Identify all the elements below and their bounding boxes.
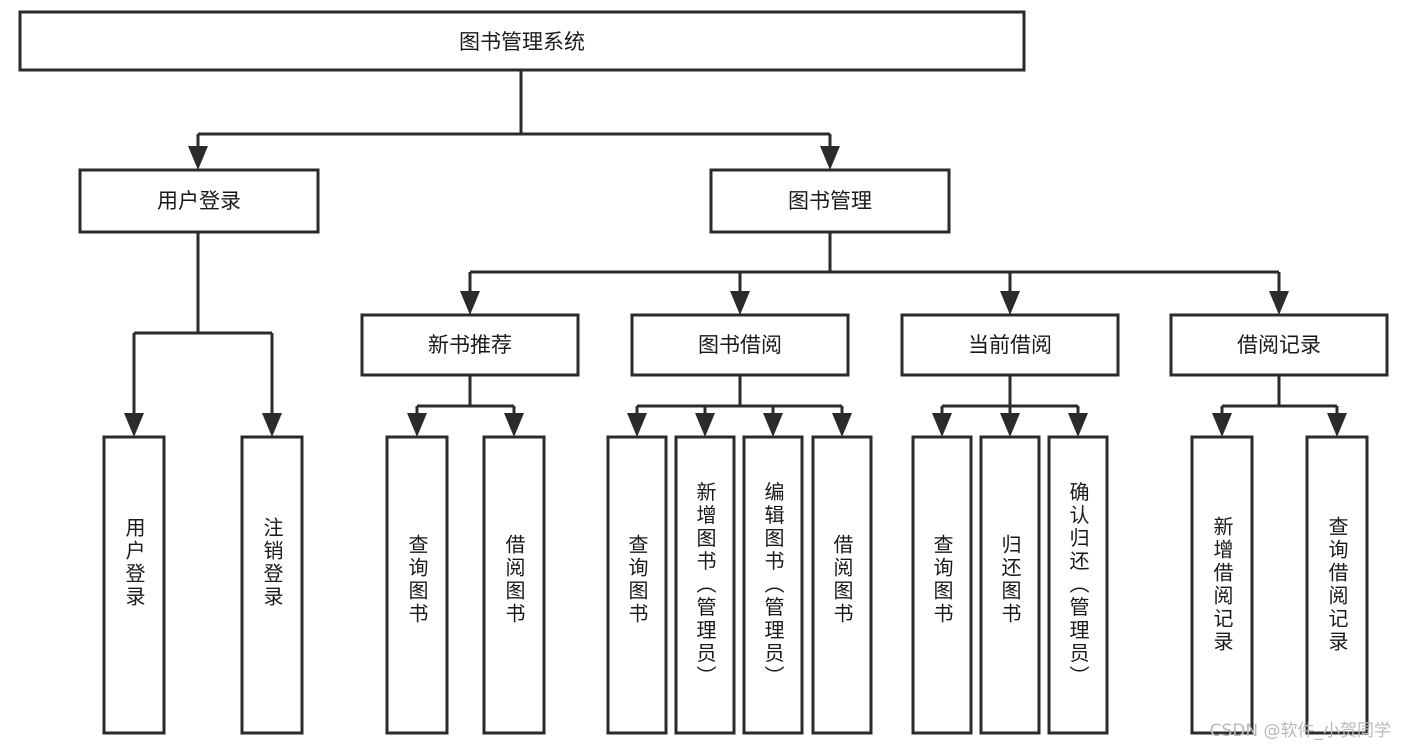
leaf-current-borrow-query-box[interactable] (911, 435, 973, 735)
node-borrow-record[interactable]: 借阅记录 (1169, 313, 1389, 377)
leaf-borrow-record-query[interactable]: 查询借阅记录 (1305, 435, 1369, 735)
leaf-current-borrow-return-box[interactable] (979, 435, 1041, 735)
edges-new-book-to-leaves (407, 375, 524, 437)
node-new-book-recommend-label: 新书推荐 (428, 333, 512, 357)
leaf-new-book-borrow-box[interactable] (482, 435, 546, 735)
leaf-book-borrow-add-label: 新增图书（管理员） (693, 481, 717, 688)
leaf-book-borrow-query[interactable]: 查询图书 (606, 435, 668, 735)
node-book-management-box[interactable] (709, 168, 951, 234)
node-book-borrow[interactable]: 图书借阅 (630, 313, 850, 377)
node-current-borrow[interactable]: 当前借阅 (900, 313, 1120, 377)
leaf-user-login-login[interactable]: 用户登录 (102, 435, 166, 735)
leaf-book-borrow-edit[interactable]: 编辑图书（管理员） (742, 435, 804, 735)
leaf-user-login-logout[interactable]: 注销登录 (240, 435, 304, 735)
edges-book-borrow-to-leaves (627, 375, 852, 437)
arrow-br-leaf1 (1212, 413, 1232, 437)
leaf-book-borrow-query-label: 查询图书 (625, 534, 649, 626)
arrow-bb-leaf4 (832, 413, 852, 437)
leaf-book-borrow-add[interactable]: 新增图书（管理员） (674, 435, 736, 735)
arrow-bm-book-borrow (730, 291, 750, 315)
leaf-new-book-borrow[interactable]: 借阅图书 (482, 435, 546, 735)
arrow-bm-borrow-record (1269, 291, 1289, 315)
node-new-book-recommend-box[interactable] (360, 313, 580, 377)
leaf-borrow-record-query-box[interactable] (1305, 435, 1369, 735)
leaf-current-borrow-confirm-box[interactable] (1047, 435, 1109, 735)
leaf-borrow-record-add-label: 新增借阅记录 (1210, 516, 1234, 654)
node-root-box[interactable] (18, 10, 1026, 72)
leaf-user-login-login-label: 用户登录 (122, 517, 146, 609)
arrow-bm-new-book (460, 291, 480, 315)
leaf-new-book-query-label: 查询图书 (405, 534, 429, 626)
arrow-cb-leaf1 (932, 413, 952, 437)
node-borrow-record-label: 借阅记录 (1237, 333, 1321, 357)
leaf-user-login-login-box[interactable] (102, 435, 166, 735)
edges-borrow-record-to-leaves (1212, 375, 1347, 437)
leaf-new-book-borrow-label: 借阅图书 (502, 534, 526, 626)
edges-book-mgmt-to-level3 (460, 232, 1289, 315)
leaf-user-login-logout-label: 注销登录 (260, 517, 284, 609)
arrow-ul-leaf2 (262, 413, 282, 437)
node-book-management-label: 图书管理 (788, 189, 872, 213)
leaf-book-borrow-borrow[interactable]: 借阅图书 (811, 435, 873, 735)
edges-current-borrow-to-leaves (932, 375, 1088, 437)
leaf-borrow-record-add[interactable]: 新增借阅记录 (1190, 435, 1254, 735)
leaf-current-borrow-return-label: 归还图书 (998, 534, 1022, 626)
arrow-to-user-login (188, 146, 208, 170)
arrow-cb-leaf3 (1068, 413, 1088, 437)
arrow-bb-leaf1 (627, 413, 647, 437)
leaf-current-borrow-return[interactable]: 归还图书 (979, 435, 1041, 735)
node-book-borrow-box[interactable] (630, 313, 850, 377)
node-root-label: 图书管理系统 (459, 30, 585, 54)
leaf-book-borrow-borrow-label: 借阅图书 (830, 534, 854, 626)
leaf-book-borrow-borrow-box[interactable] (811, 435, 873, 735)
node-current-borrow-box[interactable] (900, 313, 1120, 377)
arrow-to-book-mgmt (820, 146, 840, 170)
leaf-new-book-query[interactable]: 查询图书 (385, 435, 449, 735)
leaf-new-book-query-box[interactable] (385, 435, 449, 735)
arrow-nb-leaf1 (407, 413, 427, 437)
leaf-book-borrow-add-box[interactable] (674, 435, 736, 735)
node-book-borrow-label: 图书借阅 (698, 333, 782, 357)
arrow-br-leaf2 (1327, 413, 1347, 437)
edges-user-login-to-leaves (124, 232, 282, 437)
node-current-borrow-label: 当前借阅 (968, 333, 1052, 357)
leaf-borrow-record-add-box[interactable] (1190, 435, 1254, 735)
arrow-bb-leaf2 (695, 413, 715, 437)
node-user-login-box[interactable] (78, 168, 320, 234)
leaf-current-borrow-query-label: 查询图书 (930, 534, 954, 626)
arrow-nb-leaf2 (504, 413, 524, 437)
edges-root-to-level2 (188, 70, 840, 170)
arrow-bm-current-borrow (1000, 291, 1020, 315)
node-book-management[interactable]: 图书管理 (709, 168, 951, 234)
node-new-book-recommend[interactable]: 新书推荐 (360, 313, 580, 377)
leaf-current-borrow-query[interactable]: 查询图书 (911, 435, 973, 735)
node-user-login[interactable]: 用户登录 (78, 168, 320, 234)
leaf-book-borrow-query-box[interactable] (606, 435, 668, 735)
node-user-login-label: 用户登录 (157, 189, 241, 213)
node-borrow-record-box[interactable] (1169, 313, 1389, 377)
leaf-book-borrow-edit-label: 编辑图书（管理员） (761, 481, 785, 688)
leaf-book-borrow-edit-box[interactable] (742, 435, 804, 735)
arrow-bb-leaf3 (763, 413, 783, 437)
leaf-current-borrow-confirm-label: 确认归还（管理员） (1066, 481, 1090, 688)
arrow-cb-leaf2 (1000, 413, 1020, 437)
arrow-ul-leaf1 (124, 413, 144, 437)
leaf-user-login-logout-box[interactable] (240, 435, 304, 735)
leaf-current-borrow-confirm[interactable]: 确认归还（管理员） (1047, 435, 1109, 735)
leaf-borrow-record-query-label: 查询借阅记录 (1325, 516, 1349, 654)
node-root[interactable]: 图书管理系统 (18, 10, 1026, 72)
